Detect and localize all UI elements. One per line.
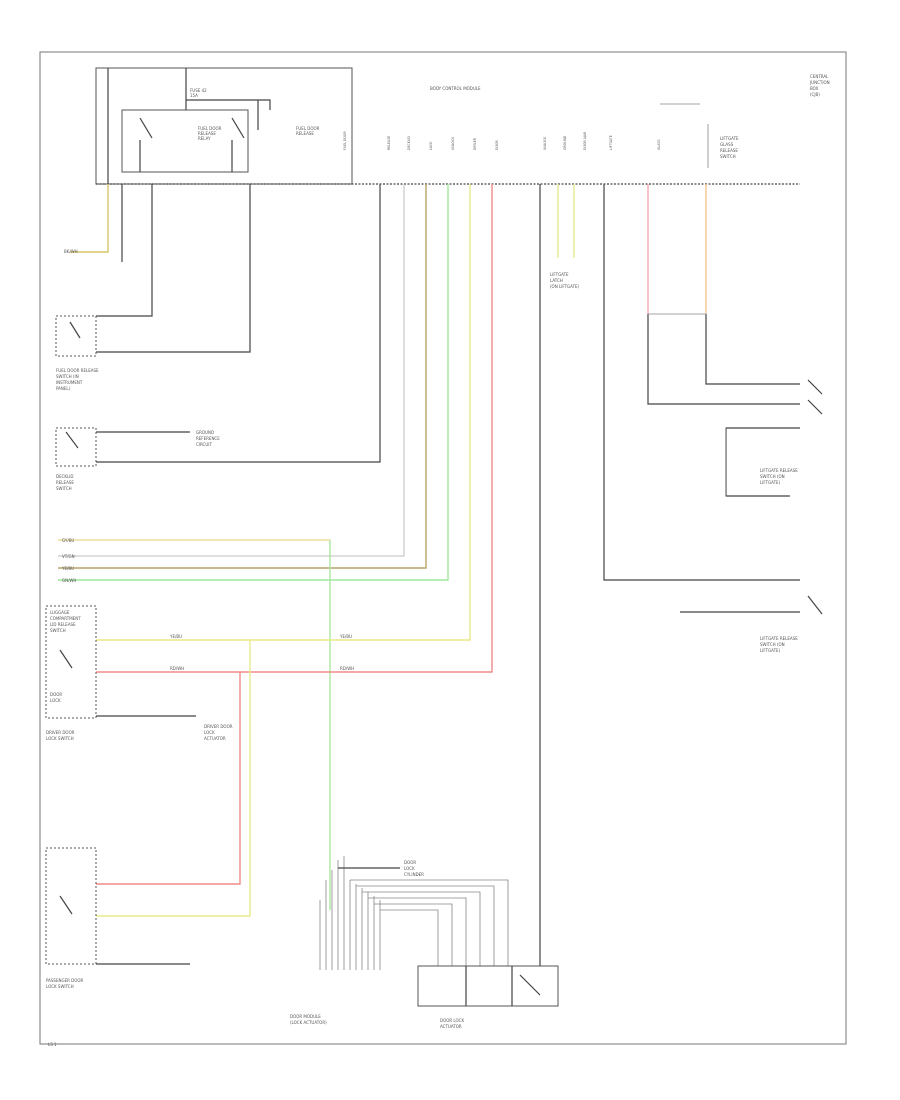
relay-label-1: FUEL DOOR (198, 126, 222, 131)
pin-label: LIFTGATE (609, 135, 613, 150)
lock-cyl-label-3: CYLINDER (404, 872, 424, 877)
drv-lock-label-2: LOCK (204, 730, 215, 735)
pin-label: DOOR AJAR (583, 131, 587, 150)
fuel-release-label-2: RELEASE (296, 131, 314, 136)
fuel-release-label-1: FUEL DOOR (296, 126, 320, 131)
wire-tag: YE/BU (339, 634, 352, 639)
pin-label: DOOR (495, 140, 499, 150)
rel-sw-label-3: LIFTGATE) (760, 480, 781, 485)
fuel-door-circuit: BK/WH FUEL DOOR RELEASE SWITCH (IN INSTR… (55, 184, 251, 391)
module-title: BODY CONTROL MODULE (430, 86, 481, 91)
pass-door-label-2: LOCK SWITCH (46, 984, 74, 989)
liftgate-label-4: SWITCH (720, 154, 736, 159)
ground-ref-1: GROUND (196, 430, 214, 435)
door-module-connectors: DOOR LOCK CYLINDER DOOR MODULE (LOCK ACT… (48, 184, 559, 1047)
fuel-sw-label-4: PANEL) (56, 386, 71, 391)
pin-label: GLASS (657, 139, 661, 150)
wire-tag: YE/BU (61, 566, 74, 571)
relay-label-2: RELEASE (198, 131, 216, 136)
pin-label: UNLOCK (451, 136, 455, 150)
wire-tag: GY/BU (62, 538, 74, 543)
liftgate-label-3: RELEASE (720, 148, 738, 153)
liftgate-label-2: GLASS (720, 142, 734, 147)
latch-label-3: (ON LIFTGATE) (550, 284, 580, 289)
rel-sw2-label-3: LIFTGATE) (760, 648, 781, 653)
rel-sw2-label-1: LIFTGATE RELEASE (760, 636, 798, 641)
bottom-mid-2: (LOCK ACTUATOR) (290, 1020, 327, 1025)
wire-tag: YE/BU (169, 634, 182, 639)
decklid-label-1: DECKLID (56, 474, 74, 479)
wire-tag: GN/WH (62, 578, 76, 583)
liftgate-circuits: LIFTGATE LATCH (ON LIFTGATE) LIFTGATE RE… (550, 184, 823, 653)
relay-label-3: RELAY (198, 136, 211, 141)
lock-sw-label-3: LID RELEASE (50, 622, 76, 627)
bottom-right-2: ACTUATOR (440, 1024, 462, 1029)
drv-door-label-2: LOCK SWITCH (46, 736, 74, 741)
pass-door-label-1: PASSENGER DOOR (46, 978, 84, 983)
signal-wires: GY/BU VT/GN YE/BU GN/WH YE/BU YE/BU RD/W… (58, 184, 493, 917)
wire-tag: RD/WH (340, 666, 354, 671)
latch-label-2: LATCH (550, 278, 563, 283)
lock-cyl-label-2: LOCK (404, 866, 415, 871)
rel-sw-label-2: SWITCH (ON (760, 474, 785, 479)
cjb-label-3: BOX (810, 86, 819, 91)
fuel-sw-label-2: SWITCH (IN (56, 374, 79, 379)
pin-label: RELEASE (387, 136, 391, 150)
decklid-label-3: SWITCH (56, 486, 72, 491)
fuel-door-wire-tag: BK/WH (64, 249, 78, 254)
pin-label: DRIVER (473, 137, 477, 150)
drv-door-label-1: DRIVER DOOR (46, 730, 75, 735)
passenger-door-lock-switch: PASSENGER DOOR LOCK SWITCH (45, 847, 190, 989)
fuel-sw-label-1: FUEL DOOR RELEASE (56, 368, 99, 373)
diagram-frame (39, 51, 847, 1045)
unlock-label-1: DOOR (50, 692, 62, 697)
pin-label: LOCK (429, 141, 433, 150)
drv-lock-label-3: ACTUATOR (204, 736, 226, 741)
wire-tag: VT/GN (62, 554, 75, 559)
unlock-label-2: LOCK (50, 698, 61, 703)
rel-sw2-label-2: SWITCH (ON (760, 642, 785, 647)
liftgate-label-1: LIFTGATE (720, 136, 739, 141)
rel-sw-label-1: LIFTGATE RELEASE (760, 468, 798, 473)
bottom-right-1: DOOR LOCK (440, 1018, 464, 1023)
driver-door-lock-switch: LUGGAGE COMPARTMENT LID RELEASE SWITCH D… (45, 605, 233, 741)
body-control-module: FUSE 42 15A FUEL DOOR RELEASE RELAY FUEL… (95, 67, 830, 185)
cjb-label-1: CENTRAL (810, 74, 829, 79)
decklid-switch-circuit: GROUND REFERENCE CIRCUIT DECKLID RELEASE… (55, 184, 381, 491)
lock-sw-label-2: COMPARTMENT (50, 616, 81, 621)
fuse-amp: 15A (190, 93, 198, 98)
pin-label: DECKLID (407, 135, 411, 150)
ground-ref-3: CIRCUIT (196, 442, 212, 447)
cjb-label-4: (CJB) (810, 92, 820, 97)
wire-tag: RD/WH (170, 666, 184, 671)
bottom-mid-1: DOOR MODULE (290, 1014, 321, 1019)
lock-cyl-label-1: DOOR (404, 860, 416, 865)
lock-sw-label-4: SWITCH (50, 628, 66, 633)
ground-ref-2: REFERENCE (196, 436, 220, 441)
fuel-sw-label-3: INSTRUMENT (56, 380, 83, 385)
lock-sw-label-1: LUGGAGE (50, 610, 70, 615)
cjb-label-2: JUNCTION (809, 80, 830, 85)
latch-label-1: LIFTGATE (550, 272, 569, 277)
module-pin-labels: FUEL DOOR RELEASE DECKLID LOCK UNLOCK DR… (343, 103, 739, 168)
fuse-label: FUSE 42 (190, 88, 207, 93)
drv-lock-label-1: DRIVER DOOR (204, 724, 233, 729)
footer-label: LS 1 (48, 1042, 57, 1047)
pin-label: GROUND (563, 135, 567, 150)
pin-label: FUEL DOOR (343, 131, 347, 150)
decklid-label-2: RELEASE (56, 480, 74, 485)
pin-label: UNLOCK (543, 136, 547, 150)
